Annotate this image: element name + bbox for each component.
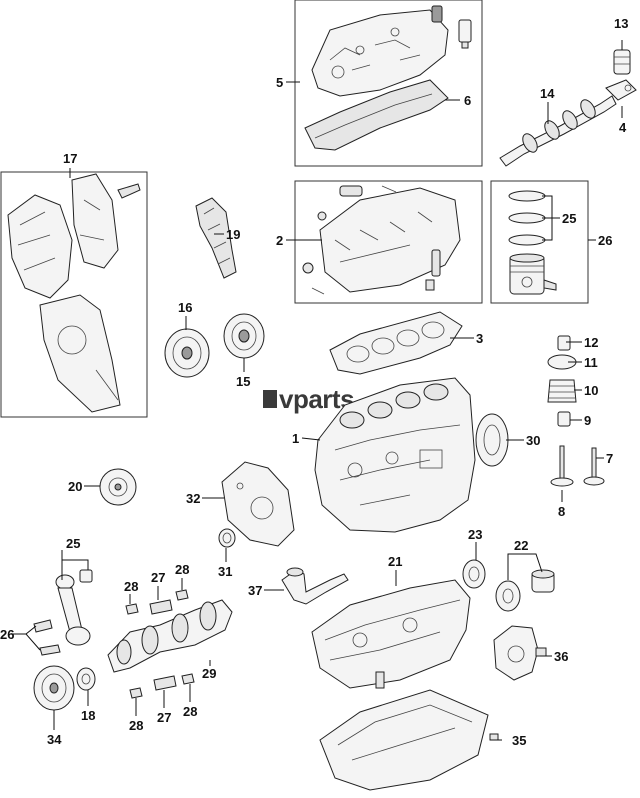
callout-28-upper: 27 (151, 570, 165, 585)
callout-29-upper-right: 28 (175, 562, 189, 577)
oil-pan-part[interactable] (319, 689, 499, 791)
callout-30: 29 (202, 666, 216, 681)
connecting-rod-part[interactable] (55, 574, 91, 646)
callout-29-lower-right: 28 (183, 704, 197, 719)
callout-25: 26 (598, 233, 612, 248)
callout-23: 23 (468, 527, 482, 542)
callout-29-upper-left: 28 (124, 579, 138, 594)
front-seal-part[interactable] (218, 528, 236, 548)
callout-18: 18 (81, 708, 95, 723)
callout-20: 20 (68, 479, 82, 494)
crank-sprocket-part[interactable] (164, 328, 210, 378)
crank-pulley-part[interactable] (33, 665, 75, 711)
oil-pump-bushing-part[interactable] (531, 569, 555, 593)
piston-rings-part[interactable] (508, 190, 546, 246)
balance-shaft-gear-part[interactable] (462, 559, 486, 589)
gasket-inner-edge (314, 93, 433, 139)
valve-seal-part[interactable] (557, 411, 571, 427)
oil-cap-part[interactable] (458, 19, 472, 49)
leader-lines (12, 40, 623, 741)
callout-31: 30 (526, 433, 540, 448)
valve-cover-part[interactable] (311, 5, 449, 97)
callout-29-lower-left: 28 (129, 718, 143, 733)
callout-11: 11 (584, 355, 598, 370)
oil-pickup-part[interactable] (281, 567, 349, 605)
thrust-washer-upper-right-part[interactable] (175, 589, 189, 601)
callout-numbers: 5 6 13 4 14 2 25 26 17 19 16 15 3 12 11 … (0, 16, 628, 748)
callout-5: 5 (276, 75, 283, 90)
lower-crankcase-part[interactable] (311, 579, 471, 689)
cam-follower-part[interactable] (613, 49, 631, 75)
timing-belt-part[interactable] (195, 197, 237, 279)
callout-27: 26 (0, 627, 14, 642)
piston-pin-part[interactable] (79, 569, 93, 583)
callout-24: 25 (562, 211, 576, 226)
callout-19: 19 (226, 227, 240, 242)
timing-cover-part[interactable] (7, 173, 141, 413)
valve-spring-part[interactable] (547, 379, 577, 403)
callout-13: 13 (614, 16, 628, 31)
callout-1: 1 (292, 431, 299, 446)
camshaft-part[interactable] (499, 95, 617, 167)
thrust-washer-upper-left-part[interactable] (125, 603, 139, 615)
head-gasket-part[interactable] (329, 311, 463, 375)
front-seal-inner (222, 532, 232, 544)
oil-pump-gear-part[interactable] (495, 580, 521, 612)
callout-17: 17 (63, 151, 77, 166)
piston-group-frame (490, 180, 589, 304)
main-bearing-upper-part[interactable] (149, 599, 173, 615)
rod-bearing-upper-part[interactable] (33, 619, 53, 633)
callout-15: 15 (236, 374, 250, 389)
callout-12: 12 (584, 335, 598, 350)
callout-4: 4 (619, 120, 627, 135)
rear-seal-part[interactable] (475, 413, 509, 467)
callout-35: 35 (512, 733, 526, 748)
callout-8: 8 (558, 504, 565, 519)
cylinder-head-part[interactable] (302, 185, 461, 295)
callout-37: 37 (248, 583, 262, 598)
tensioner-part[interactable] (99, 468, 137, 506)
valve-cover-group-frame (294, 0, 483, 167)
callout-36: 36 (554, 649, 568, 664)
callout-6: 6 (464, 93, 471, 108)
belt-teeth (203, 207, 231, 265)
callout-21: 21 (388, 554, 402, 569)
engine-block-part[interactable] (314, 377, 476, 533)
callout-26: 25 (66, 536, 80, 551)
rod-bearing-lower-part[interactable] (39, 644, 61, 656)
callout-34: 34 (47, 732, 62, 747)
thrust-washer-lower-right-part[interactable] (181, 673, 195, 685)
callout-32: 31 (218, 564, 232, 579)
piston-part[interactable] (509, 253, 557, 295)
exhaust-valve-part[interactable] (583, 447, 605, 486)
crankshaft-part[interactable] (107, 599, 233, 673)
valve-cover-gasket-part[interactable] (304, 79, 449, 151)
callout-28-lower: 27 (157, 710, 171, 725)
front-cover-part[interactable] (221, 461, 295, 547)
valve-keeper-part[interactable] (557, 335, 571, 351)
callout-3: 3 (476, 331, 483, 346)
callout-33: 32 (186, 491, 200, 506)
callout-22: 22 (514, 538, 528, 553)
main-bearing-lower-part[interactable] (153, 675, 177, 691)
callout-7: 7 (606, 451, 613, 466)
crank-gear-part[interactable] (76, 667, 96, 691)
rocker-arm-part[interactable] (605, 79, 637, 101)
timing-cover-group-frame (0, 171, 148, 418)
intake-valve-part[interactable] (550, 445, 574, 487)
callout-2: 2 (276, 233, 283, 248)
callout-16: 16 (178, 300, 192, 315)
oil-pump-part[interactable] (493, 625, 547, 681)
cylinder-head-group-frame (294, 180, 483, 304)
thrust-washer-lower-left-part[interactable] (129, 687, 143, 699)
callout-14: 14 (540, 86, 555, 101)
watermark-mark-icon (263, 390, 277, 408)
callout-9: 9 (584, 413, 591, 428)
callout-10: 10 (584, 383, 598, 398)
cam-pulley-part[interactable] (223, 313, 265, 359)
